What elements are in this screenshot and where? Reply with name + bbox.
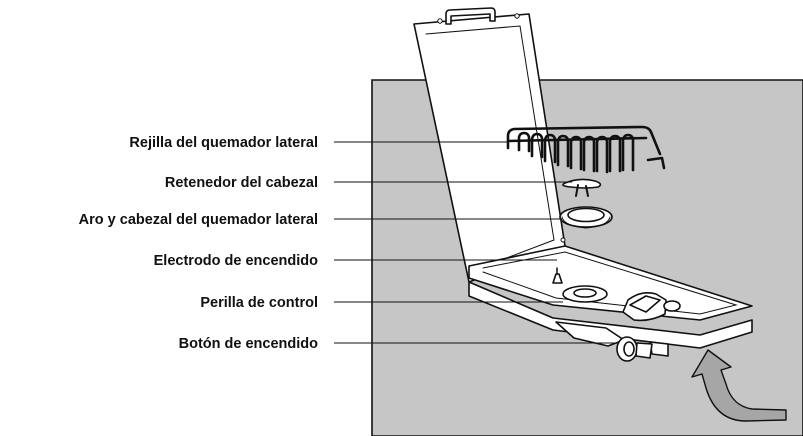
side-burner-grate — [506, 125, 666, 174]
burner-ring-and-head — [559, 206, 613, 229]
igniter-button — [616, 336, 653, 362]
label-burner-ring-and-head: Aro y cabezal del quemador lateral — [79, 212, 318, 228]
ignition-electrode — [552, 267, 563, 284]
label-burner-head-retainer: Retenedor del cabezal — [165, 175, 318, 191]
lid-handle — [445, 7, 496, 25]
label-ignition-electrode: Electrodo de encendido — [154, 253, 318, 269]
label-igniter-button: Botón de encendido — [179, 336, 319, 352]
direction-arrow — [691, 349, 787, 422]
burner-tray — [468, 245, 753, 357]
label-control-knob: Perilla de control — [200, 295, 318, 311]
control-knob — [622, 292, 681, 322]
burner-port — [562, 285, 608, 303]
label-side-burner-grate: Rejilla del quemador lateral — [129, 135, 318, 151]
burner-head-retainer — [562, 178, 602, 197]
